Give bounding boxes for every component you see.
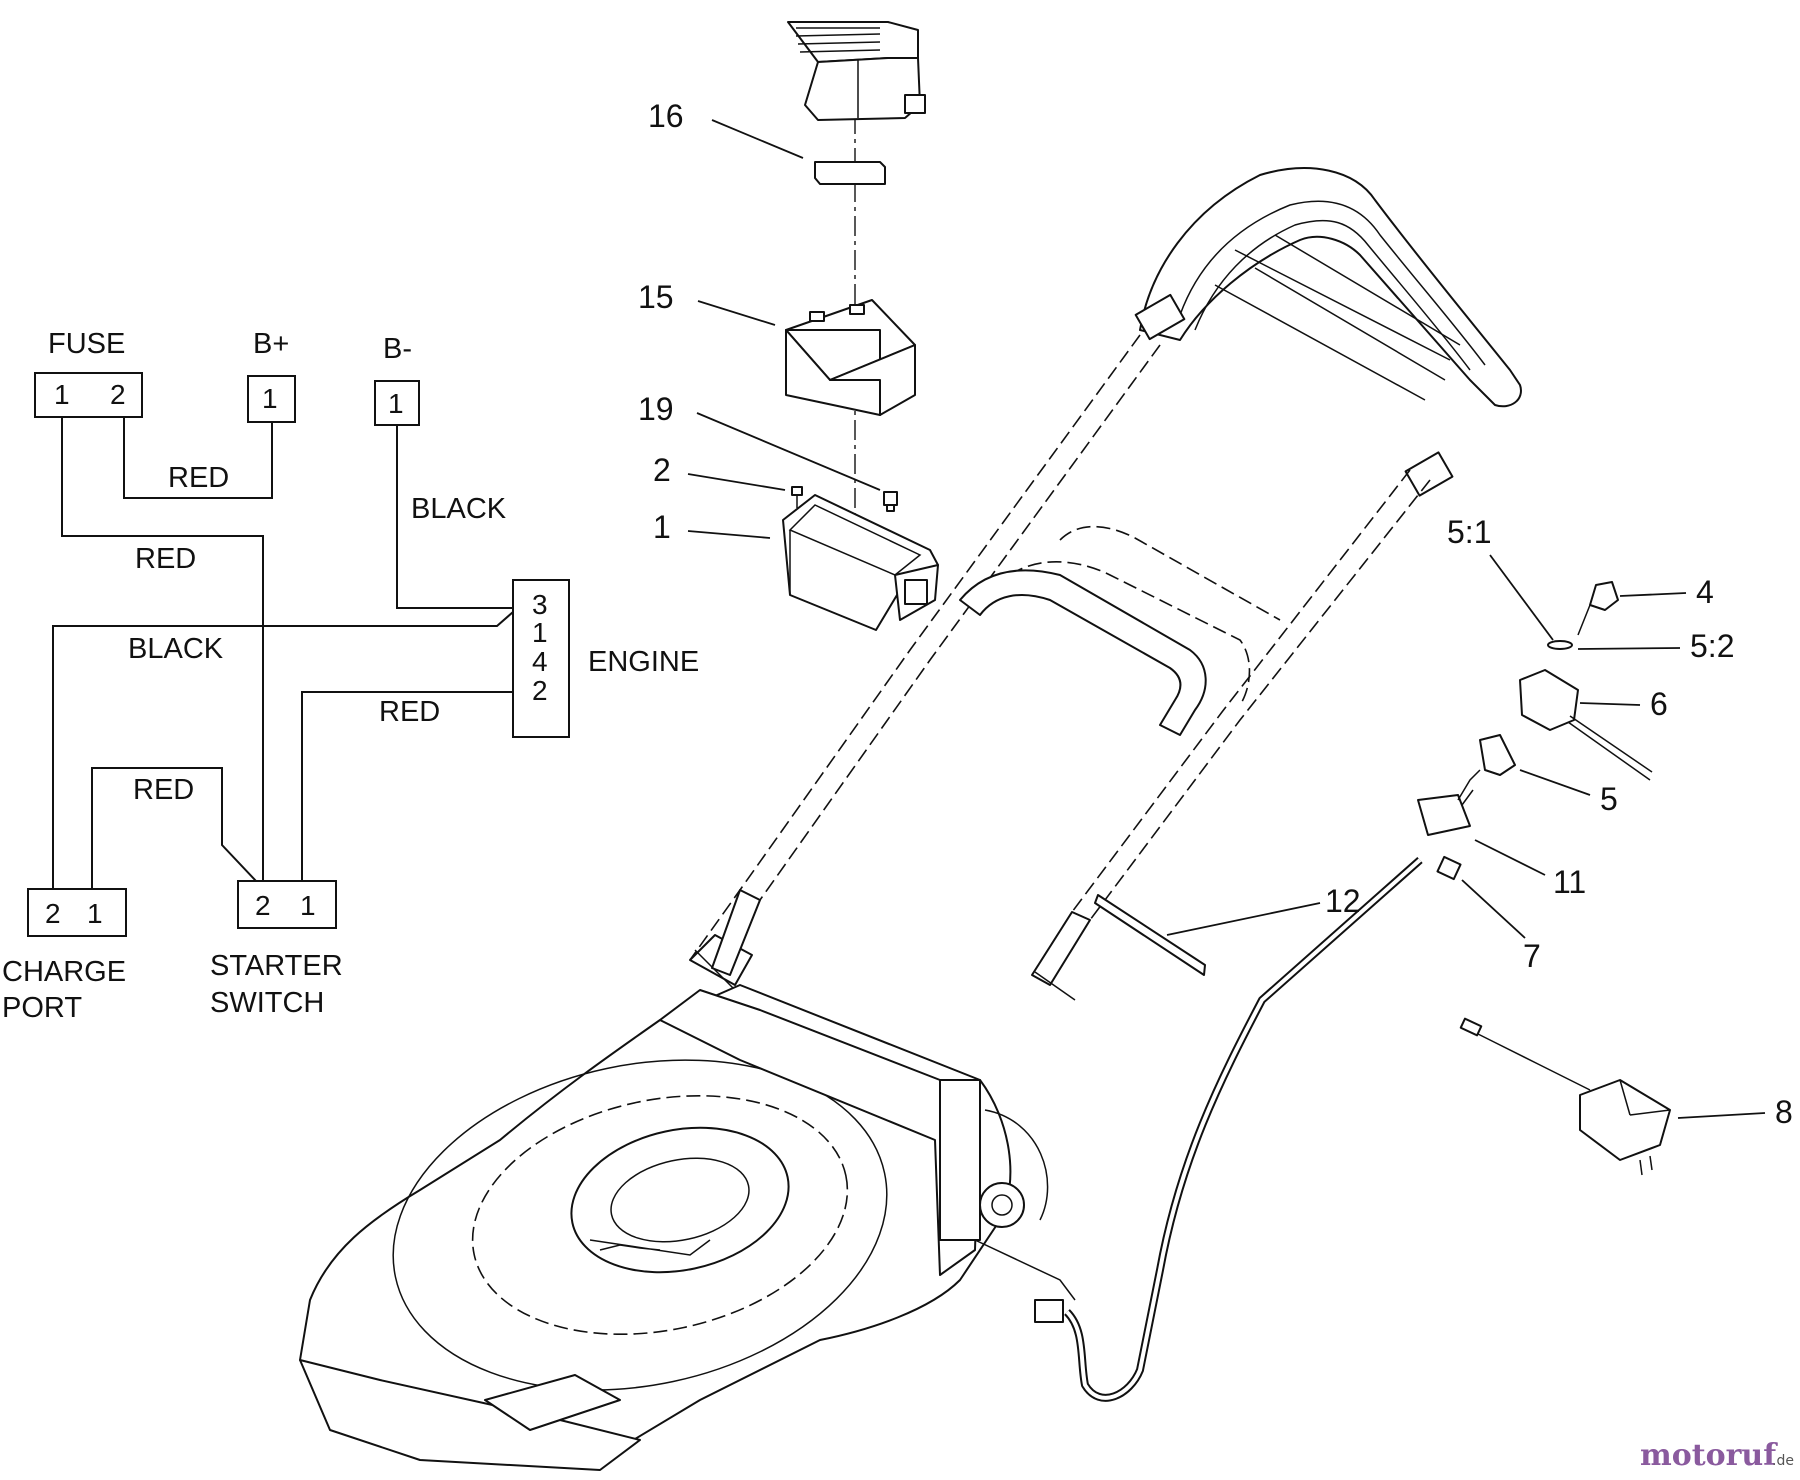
charge-port-pin-2: 2 [45, 898, 61, 929]
screw-part [791, 486, 803, 508]
watermark-suffix: .de [1772, 1453, 1794, 1469]
starter-cable [1063, 857, 1423, 1402]
upper-tube-left [689, 334, 1141, 961]
callout-11: 11 [1553, 864, 1586, 900]
b-plus-title: B+ [253, 328, 289, 360]
terminal-part [883, 491, 898, 512]
wire-fuse-to-b-plus [123, 417, 273, 499]
wire-connector-part [1417, 794, 1471, 836]
upper-tube-right [1049, 479, 1431, 986]
battery-tray-part [782, 494, 939, 631]
engine-pin-1: 1 [532, 617, 548, 648]
charge-port-pin-1: 1 [87, 898, 103, 929]
callout-5: 5 [1600, 781, 1618, 817]
callouts: 16 15 19 2 1 5:1 4 5:2 6 5 11 7 12 8 [638, 98, 1793, 1130]
handle-crossbar [959, 569, 1207, 736]
callout-16: 16 [648, 98, 684, 134]
starter-switch-pin-1: 1 [300, 890, 316, 921]
b-plus-pin-1: 1 [262, 383, 278, 414]
callout-15: 15 [638, 279, 674, 315]
b-minus-pin-1: 1 [388, 388, 404, 419]
wiring-schematic: FUSE B+ B- ENGINE CHARGE PORT STARTER SW… [2, 328, 699, 1024]
fuse-title: FUSE [48, 328, 125, 360]
mower-deck [299, 984, 1076, 1471]
ignition-body-part [1479, 734, 1516, 776]
callout-19: 19 [638, 391, 674, 427]
callout-7: 7 [1523, 938, 1541, 974]
wire-fuse-to-starter [61, 417, 264, 881]
callout-4: 4 [1696, 574, 1714, 610]
battery-part [785, 299, 916, 416]
handle-knob-left [1134, 293, 1186, 341]
callout-6: 6 [1650, 686, 1668, 722]
key-part [1589, 581, 1619, 611]
engine-title: ENGINE [588, 646, 699, 678]
wire-label-red-1: RED [168, 462, 229, 494]
engine-pin-2: 2 [532, 675, 548, 706]
switch-housing-part [1519, 669, 1579, 731]
starter-switch-pin-2: 2 [255, 890, 271, 921]
deck-front-lip [299, 1359, 641, 1471]
handle-grip-outline [1139, 167, 1522, 408]
engine-pin-4: 4 [532, 646, 548, 677]
charge-port-title-line1: CHARGE [2, 956, 126, 988]
starter-cable-parts [1063, 581, 1671, 1402]
callout-8: 8 [1775, 1094, 1793, 1130]
handle-knob-right [1404, 451, 1454, 497]
battery-assembly [782, 21, 939, 631]
b-minus-title: B- [383, 333, 412, 365]
cable-tie-part [1094, 894, 1206, 976]
engine-pin-3: 3 [532, 589, 548, 620]
crossbar-dashed [1009, 561, 1251, 706]
deck-rear-plate [939, 1079, 981, 1241]
deck-hub [570, 1126, 790, 1274]
battery-pad-part [814, 161, 886, 185]
wire-charge-port-to-starter [91, 767, 257, 889]
callout-1: 1 [653, 509, 671, 545]
callout-12: 12 [1325, 883, 1361, 919]
mower-handle [689, 167, 1522, 1001]
callout-5-1: 5:1 [1447, 514, 1491, 550]
starter-switch-title-line2: SWITCH [210, 987, 324, 1019]
charge-port-title-line2: PORT [2, 992, 82, 1024]
battery-cover-part [787, 21, 926, 121]
wire-b-minus-to-engine [396, 425, 513, 609]
starter-switch-connector [237, 880, 337, 929]
charger-part [1459, 1017, 1671, 1176]
wire-label-red-3: RED [379, 696, 440, 728]
callout-2: 2 [653, 452, 671, 488]
wire-label-black-1: BLACK [411, 493, 507, 525]
drive-cable-end [1034, 1299, 1064, 1323]
callout-5-2: 5:2 [1690, 628, 1734, 664]
upper-tube-left-inner [711, 344, 1161, 969]
washer-part [1547, 640, 1573, 650]
deck-front-pad [484, 1374, 621, 1431]
watermark-logo: motoruf .de [1640, 1438, 1794, 1473]
wire-label-black-2: BLACK [128, 633, 224, 665]
wire-engine-to-starter [301, 691, 513, 881]
engine-connector [512, 579, 570, 738]
wire-label-red-4: RED [133, 774, 194, 806]
clip-part [1436, 855, 1462, 881]
wire-label-red-2: RED [135, 543, 196, 575]
watermark-text: motoruf [1640, 1438, 1778, 1473]
wheel-hub [979, 1182, 1025, 1228]
fuse-pin-2: 2 [110, 379, 126, 410]
fuse-pin-1: 1 [54, 379, 70, 410]
fuse-connector [34, 372, 143, 418]
wire-engine-to-charge-port [52, 611, 514, 889]
charge-port-connector [27, 888, 127, 937]
starter-switch-title-line1: STARTER [210, 950, 343, 982]
